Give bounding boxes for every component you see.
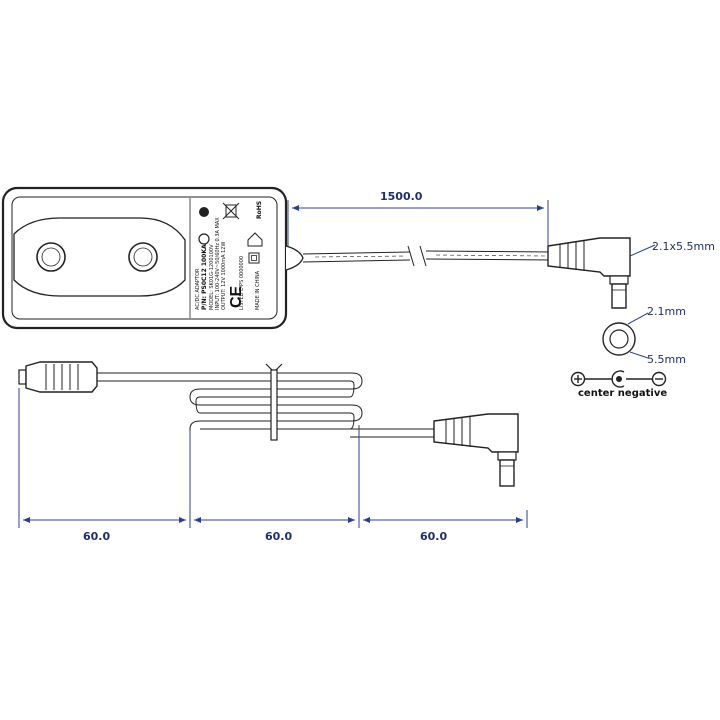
efficiency-icon bbox=[199, 207, 209, 217]
pin-right bbox=[128, 242, 158, 272]
label-line-0: AC/DC ADAPTOR bbox=[195, 268, 201, 310]
cable-length-dimension bbox=[287, 200, 549, 246]
segment-right-value: 60.0 bbox=[420, 530, 447, 543]
top-cable bbox=[302, 245, 553, 267]
polarity-label: center negative bbox=[578, 388, 667, 399]
label-line-2: MODEL: SK01G-1200100V bbox=[209, 244, 215, 310]
label-line-5: LISTED E-PS 0000000 bbox=[239, 256, 245, 310]
adapter-body: CE RoHS AC/DC ADAPTOR P/N: PS0C12 100KA … bbox=[1, 186, 304, 330]
round-mark-icon bbox=[198, 233, 210, 245]
coiled-cable bbox=[18, 361, 519, 487]
label-line-4: OUTPUT: 12V 1000mA 12W bbox=[221, 242, 227, 310]
rohs-icon: RoHS bbox=[256, 201, 263, 219]
ce-mark-icon: CE bbox=[228, 285, 245, 308]
outer-diameter-label: 5.5mm bbox=[647, 353, 686, 366]
plug-size-label: 2.1x5.5mm bbox=[652, 240, 715, 253]
adapter-label-text: AC/DC ADAPTOR P/N: PS0C12 100KA MODEL: S… bbox=[195, 217, 261, 310]
house-icon bbox=[247, 232, 263, 247]
strain-relief bbox=[285, 245, 304, 271]
center-pin-icon bbox=[611, 370, 625, 388]
pin-left bbox=[36, 242, 66, 272]
cable-length-value: 1500.0 bbox=[380, 190, 423, 203]
weee-bin-icon bbox=[222, 202, 240, 220]
label-line-6: MADE IN CHINA bbox=[255, 270, 261, 310]
double-insulation-icon bbox=[248, 252, 260, 264]
segment-dimensions bbox=[18, 388, 528, 528]
polarity-symbol bbox=[570, 370, 667, 388]
plug-face-outline bbox=[13, 217, 186, 297]
label-line-3: INPUT: 100-240V~50/60Hz 0.3A MAX bbox=[215, 217, 221, 310]
segment-left-value: 60.0 bbox=[83, 530, 110, 543]
segment-middle-value: 60.0 bbox=[265, 530, 292, 543]
inner-diameter-label: 2.1mm bbox=[647, 305, 686, 318]
label-line-1: P/N: PS0C12 100KA bbox=[201, 244, 208, 310]
dc-plug-top bbox=[547, 237, 631, 309]
plug-front-view bbox=[602, 312, 649, 359]
